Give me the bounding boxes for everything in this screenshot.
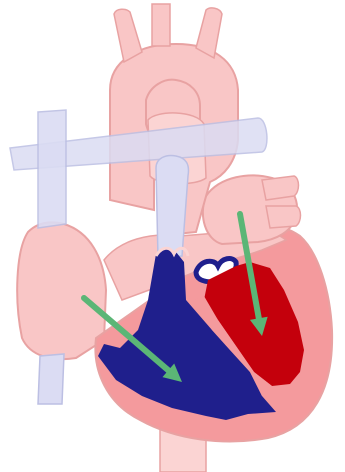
right-atrium — [17, 222, 106, 359]
superior-vena-cava — [38, 110, 66, 228]
aortic-branch-2 — [152, 4, 170, 46]
aortic-branch-3 — [196, 8, 222, 58]
pulmonary-trunk — [156, 156, 189, 259]
inferior-vena-cava — [38, 354, 64, 404]
pulmonary-vein-upper — [262, 176, 299, 200]
aortic-branch-1 — [114, 9, 142, 62]
pulmonary-vein-lower — [266, 206, 301, 228]
